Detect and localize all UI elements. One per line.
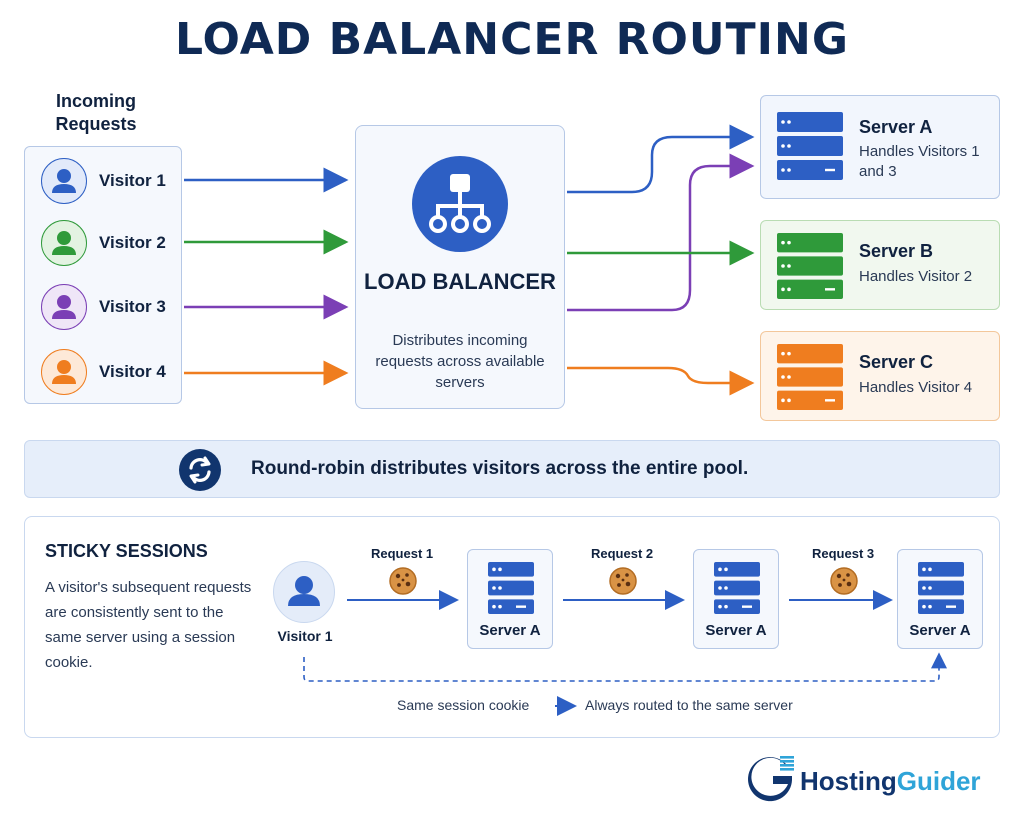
arrow-to-server-c [567, 366, 755, 396]
sticky-sessions-title: STICKY SESSIONS [45, 541, 208, 561]
server-rack-icon [777, 112, 843, 180]
user-icon [41, 284, 87, 330]
load-balancer-description: Distributes incoming requests across ava… [375, 332, 545, 391]
routing-arrows [184, 124, 755, 396]
user-icon [41, 220, 87, 266]
round-robin-text: Round-robin distributes visitors across … [251, 458, 749, 479]
server-rack-icon [777, 344, 843, 410]
user-icon [41, 158, 87, 204]
visitor-4: Visitor 4 [41, 347, 166, 397]
visitor-label: Visitor 1 [99, 171, 166, 190]
brand-name: HostingGuider [800, 766, 981, 796]
server-description: Handles Visitors 1 and 3 [859, 143, 980, 180]
request-label: Request 2 [591, 546, 654, 561]
sticky-sessions-description: A visitor's subsequent requests are cons… [45, 579, 252, 671]
sticky-sessions-panel: STICKY SESSIONS A visitor's subsequent r… [24, 516, 1000, 738]
sticky-server-2: Server A [693, 549, 779, 649]
arrow-to-server-a-visitor-1 [567, 124, 755, 194]
page-title: LOAD BALANCER ROUTING [175, 14, 849, 65]
server-description: Handles Visitor 2 [859, 268, 973, 285]
user-icon [273, 561, 335, 623]
session-return-path [303, 652, 947, 682]
load-balancer-title: LOAD BALANCER [364, 269, 556, 294]
sticky-server-label: Server A [479, 622, 541, 639]
brand-logo: HostingGuider [746, 754, 981, 804]
sticky-server-label: Server A [909, 622, 971, 639]
round-robin-banner: Round-robin distributes visitors across … [24, 440, 1000, 498]
sticky-server-label: Server A [705, 622, 767, 639]
request-label: Request 3 [812, 546, 875, 561]
server-description: Handles Visitor 4 [859, 379, 973, 396]
cookie-icon [830, 567, 858, 595]
brand-g-icon [748, 756, 794, 802]
refresh-icon [179, 449, 221, 491]
server-rack-icon [777, 233, 843, 299]
cookie-icon [609, 567, 637, 595]
server-rack-icon [918, 562, 964, 614]
arrow-to-server-a-visitor-3 [567, 153, 755, 312]
sticky-arrows [303, 590, 947, 716]
visitor-2: Visitor 2 [41, 218, 166, 268]
sticky-server-3: Server A [897, 549, 983, 649]
visitor-label: Visitor 4 [99, 362, 166, 381]
server-a-card: Server A Handles Visitors 1 and 3 [760, 95, 1000, 199]
visitors-panel: Visitor 1 Visitor 2 Visitor 3 Visitor 4 [24, 146, 182, 404]
sticky-server-1: Server A [467, 549, 553, 649]
server-rack-icon [714, 562, 760, 614]
server-name: Server A [859, 117, 933, 137]
legend-same-cookie: Same session cookie [397, 697, 530, 713]
visitor-1: Visitor 1 [41, 156, 166, 206]
visitor-label: Visitor 2 [99, 233, 166, 252]
server-rack-icon [488, 562, 534, 614]
incoming-requests-label: Incoming Requests [55, 91, 137, 134]
server-c-card: Server C Handles Visitor 4 [760, 331, 1000, 421]
server-name: Server B [859, 241, 934, 261]
cookie-icon [389, 567, 417, 595]
server-b-card: Server B Handles Visitor 2 [760, 220, 1000, 310]
legend-same-server: Always routed to the same server [585, 697, 793, 713]
sticky-visitor-label: Visitor 1 [277, 628, 333, 644]
network-hierarchy-icon [412, 156, 508, 252]
request-label: Request 1 [371, 546, 434, 561]
user-icon [41, 349, 87, 395]
load-balancer-box: LOAD BALANCER Distributes incoming reque… [355, 125, 565, 409]
visitor-label: Visitor 3 [99, 297, 166, 316]
server-name: Server C [859, 352, 934, 372]
visitor-3: Visitor 3 [41, 282, 166, 332]
